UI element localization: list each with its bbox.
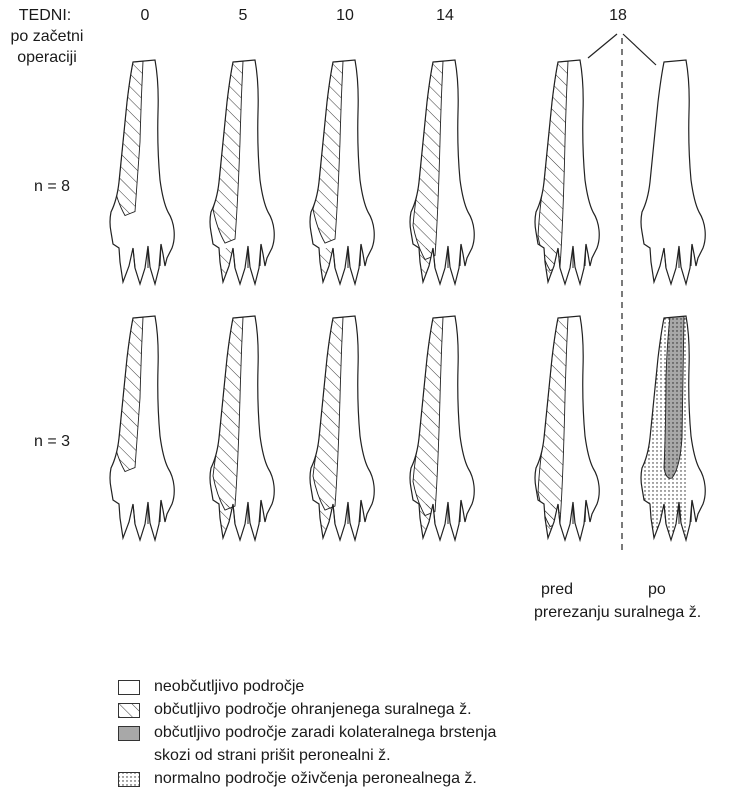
legend-swatch-hatch <box>118 703 140 718</box>
legend-swatch-gray <box>118 726 140 741</box>
legend-item-blank: neobčutljivo področje <box>118 676 304 698</box>
legend-text-dots: normalno področje oživčenja peronealnega… <box>154 770 477 788</box>
legend-text-gray: občutljivo področje zaradi kolateralnega… <box>154 724 496 742</box>
bottom-caption: prerezanju suralnega ž. <box>534 603 701 622</box>
connector-line-right <box>623 34 656 65</box>
paw-row1-week-5 <box>210 60 274 284</box>
connector-line-left <box>588 34 617 58</box>
paw-row2-week-5 <box>210 316 274 540</box>
paw-row2-week-18 <box>535 316 599 540</box>
paw-row1-week-18 <box>535 60 599 284</box>
paw-row1-week-14 <box>410 60 474 284</box>
legend-item-dots: normalno področje oživčenja peronealnega… <box>118 768 477 790</box>
label-pred: pred <box>541 580 573 599</box>
paw-diagram <box>0 0 743 600</box>
legend-item-gray: občutljivo področje zaradi kolateralnega… <box>118 722 496 744</box>
legend-item-hatch: občutljivo področje ohranjenega suralneg… <box>118 699 472 721</box>
paw-row2-week-14 <box>410 316 474 540</box>
paw-row2-week-10 <box>310 316 374 540</box>
paw-row2-week-0 <box>110 316 174 540</box>
legend-text-hatch: občutljivo področje ohranjenega suralneg… <box>154 701 472 719</box>
paw-row1-week-10 <box>310 60 374 284</box>
paw-row1-week-0 <box>110 60 174 284</box>
legend-text-gray-line2: skozi od strani prišit peronealni ž. <box>154 746 391 765</box>
label-po: po <box>648 580 666 599</box>
paw-row2-after-cut <box>636 316 705 543</box>
legend-swatch-dots <box>118 772 140 787</box>
legend-text-blank: neobčutljivo področje <box>154 678 304 696</box>
legend-swatch-blank <box>118 680 140 695</box>
paw-row1-after-cut <box>641 60 705 284</box>
